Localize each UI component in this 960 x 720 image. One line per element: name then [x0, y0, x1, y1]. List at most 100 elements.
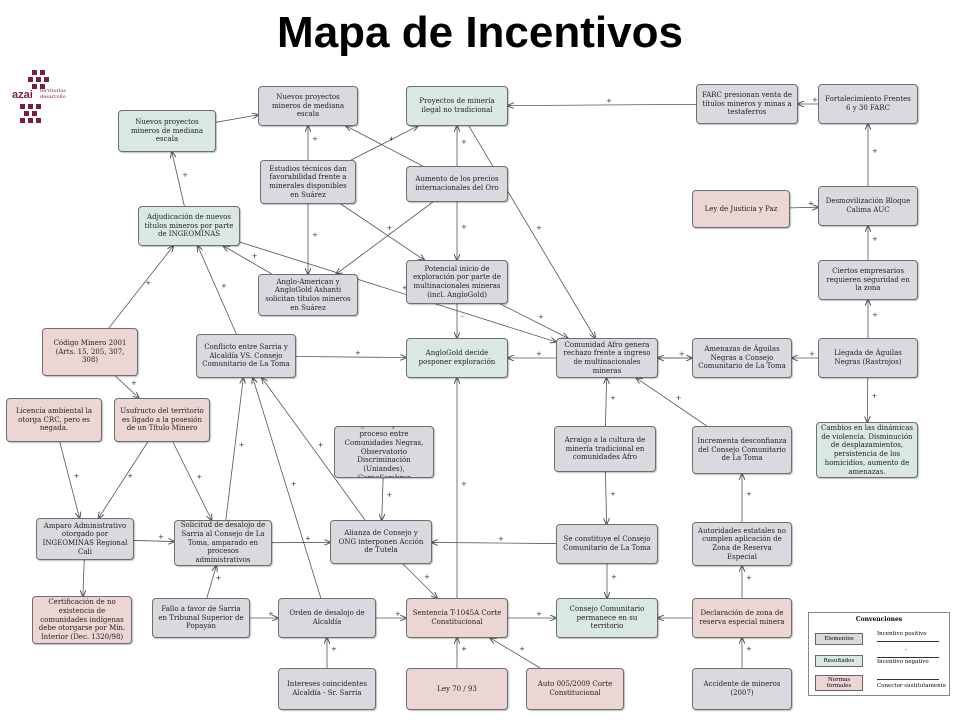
edge-n9-n2: [508, 104, 697, 105]
legend-negative-label: Incentivo negativo: [877, 659, 929, 665]
edge-n14-n6: [108, 246, 173, 329]
node-n19: Llegada de Águilas Negras (Rastrojos): [818, 338, 918, 378]
node-n24: Incrementa desconfianza del Consejo Comu…: [692, 426, 792, 474]
svg-text:azai: azai: [12, 89, 33, 101]
edge-sign: +: [611, 573, 617, 581]
edge-sign: +: [331, 645, 337, 653]
legend-connector-arrow: [877, 679, 939, 680]
node-n13: Ciertos empresarios requieren seguridad …: [818, 260, 918, 300]
edge-sign: +: [216, 574, 222, 582]
edge-n39-n34: [490, 638, 541, 669]
edge-n3-n1: [215, 115, 258, 123]
edge-n29-n28: [432, 542, 557, 543]
edge-sign: +: [676, 394, 682, 402]
node-n6: Adjudicación de nuevos títulos mineros p…: [138, 206, 240, 246]
edge-sign: +: [268, 610, 274, 618]
edge-sign: +: [536, 224, 542, 232]
svg-text:desarrollo: desarrollo: [40, 94, 66, 100]
edge-n5-n1: [346, 126, 423, 167]
edge-sign: +: [872, 235, 878, 243]
node-n20: Licencia ambiental la otorga CRC, pero e…: [6, 398, 102, 442]
node-n15: Conflicto entre Sarria y Alcaldía VS. Co…: [196, 334, 296, 378]
node-n31: Certificación de no existencia de comuni…: [32, 596, 132, 644]
edge-sign: +: [395, 610, 401, 618]
edge-sign: +: [519, 645, 525, 653]
edge-sign: +: [610, 490, 616, 498]
edge-n4-n2: [350, 126, 418, 161]
node-n39: Auto 005/2009 Corte Constitucional: [526, 668, 624, 710]
node-n1: Nuevos proyectos mineros de mediana esca…: [258, 86, 358, 126]
edge-sign: +: [305, 535, 311, 543]
edge-sign: +: [196, 473, 202, 481]
edge-sign: +: [812, 96, 818, 104]
node-n35: Consejo Comunitario permanece en su terr…: [556, 598, 658, 638]
edge-sign: +: [388, 135, 394, 143]
edge-sign: +: [387, 224, 393, 232]
svg-text:territorios: territorios: [40, 88, 66, 94]
edge-sign: +: [291, 480, 297, 488]
edge-sign: +: [131, 379, 137, 387]
node-n12: Desmovilización Bloque Calima AUC: [818, 186, 918, 226]
edge-sign: +: [536, 610, 542, 618]
azai-logo: azai territorios desarrollo: [12, 70, 66, 123]
edge-sign: +: [809, 350, 815, 358]
edge-n7-n6: [223, 246, 272, 275]
node-n18: Amenazas de Águilas Negras a Consejo Com…: [692, 338, 792, 378]
edge-sign: +: [606, 97, 612, 105]
node-n5: Aumento de los precios internacionales d…: [406, 166, 508, 202]
edge-sign: +: [74, 472, 80, 480]
edge-sign: +: [536, 350, 542, 358]
edge-sign: +: [461, 138, 467, 146]
edge-sign: -: [679, 350, 682, 358]
edge-n21-n26: [99, 441, 149, 518]
edge-sign: +: [386, 491, 392, 499]
legend-positive-arrow: [877, 641, 939, 642]
edge-n26-n27: [133, 540, 174, 541]
edge-sign: -: [461, 313, 464, 321]
edge-sign: +: [312, 135, 318, 143]
node-n37: Intereses coincidentes Alcaldía - Sr. Sa…: [278, 668, 376, 710]
node-n11: Ley de Justicia y Paz: [692, 190, 790, 228]
edge-sign: +: [145, 279, 151, 287]
edge-n15-n6: [198, 246, 237, 335]
node-n14: Código Minero 2001 (Arts. 15, 205, 307, …: [42, 328, 138, 376]
edge-sign: +: [312, 231, 318, 239]
node-n38: Ley 70 / 93: [406, 668, 508, 710]
node-n9: FARC presionan venta de títulos mineros …: [696, 84, 798, 124]
node-n32: Fallo a favor de Sarria en Tribunal Supe…: [152, 598, 250, 638]
node-n2: Proyectos de minería ilegal no tradicion…: [406, 86, 508, 126]
edge-sign: +: [461, 223, 467, 231]
node-n21: Usufructo del territorio es ligado a la …: [114, 398, 210, 442]
edge-sign: +: [318, 441, 324, 449]
edge-n20-n26: [59, 441, 80, 518]
edge-sign: +: [182, 171, 188, 179]
edge-n5-n7: [336, 201, 434, 274]
node-n10: Fortalecimiento Frentes 6 y 30 FARC: [818, 84, 918, 124]
node-n29: Se constituye el Consejo Comunitario de …: [556, 524, 658, 564]
edge-n23-n29: [605, 471, 606, 524]
node-n25: Cambios en las dinámicas de violencia. D…: [816, 422, 918, 478]
edge-n28-n34: [402, 563, 437, 598]
legend-negative-sign: -: [905, 647, 907, 653]
legend-connector-label: Conector sustitutamente: [877, 683, 947, 689]
node-n17: Comunidad Afro genera rechazo frente a i…: [556, 338, 658, 378]
edge-n21-n27: [172, 441, 212, 520]
edge-sign: +: [402, 284, 408, 292]
edge-n11-n12: [789, 207, 818, 208]
edge-sign: +: [239, 441, 245, 449]
node-n27: Solicitud de desalojo de Sarria al Conse…: [174, 520, 272, 566]
node-n30: Autoridades estatales no cumplen aplicac…: [692, 522, 792, 566]
edge-n28-n15: [262, 378, 366, 521]
edge-sign: +: [221, 282, 227, 290]
node-n16: AngloGold decide posponer exploración: [406, 338, 508, 378]
node-n26: Amparo Administrativo otorgado por INGEO…: [36, 518, 134, 560]
edge-sign: +: [252, 252, 258, 260]
node-n40: Accidente de mineros (2007): [692, 668, 792, 710]
edge-n15-n16: [295, 356, 406, 357]
edge-sign: +: [746, 645, 752, 653]
node-n28: Alianza de Consejo y ONG interponen Acci…: [330, 520, 432, 564]
node-n23: Arraigo a la cultura de minería tradicio…: [554, 426, 656, 472]
edge-sign: +: [461, 645, 467, 653]
edge-sign: +: [127, 472, 133, 480]
